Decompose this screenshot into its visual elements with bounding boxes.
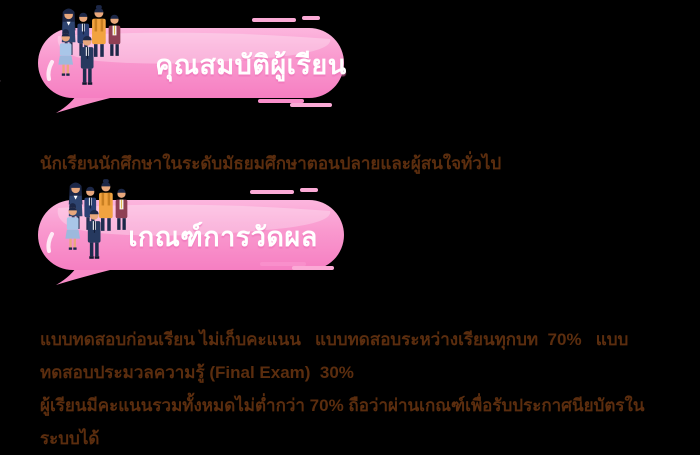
sparkle-mark-icon (0, 76, 2, 94)
banner-assessment: เกณฑ์การวัดผล (0, 198, 700, 318)
speed-line (302, 16, 320, 20)
course-info-page: คุณสมบัติผู้เรียน นักเรียนนักศึกษาในระดั… (0, 5, 700, 448)
speed-line (292, 266, 334, 270)
speed-line (252, 18, 296, 22)
assessment-body-text: แบบทดสอบก่อนเรียน ไม่เก็บคะแนน แบบทดสอบร… (40, 323, 670, 455)
section-title-assessment: เกณฑ์การวัดผล (128, 221, 318, 252)
qualifications-body-text: นักเรียนนักศึกษาในระดับมัธยมศึกษาตอนปลาย… (40, 154, 502, 173)
assessment-line-1: แบบทดสอบก่อนเรียน ไม่เก็บคะแนน แบบทดสอบร… (40, 330, 629, 382)
speed-line (290, 103, 332, 107)
speed-line (258, 99, 304, 103)
banner-qualifications: คุณสมบัติผู้เรียน (0, 26, 700, 146)
section-title-qualifications: คุณสมบัติผู้เรียน (155, 49, 347, 80)
assessment-line-2: ผู้เรียนมีคะแนนรวมทั้งหมดไม่ต่ำกว่า 70% … (40, 396, 645, 448)
speed-line (250, 190, 294, 194)
speed-line (300, 188, 318, 192)
speed-line (260, 262, 306, 266)
